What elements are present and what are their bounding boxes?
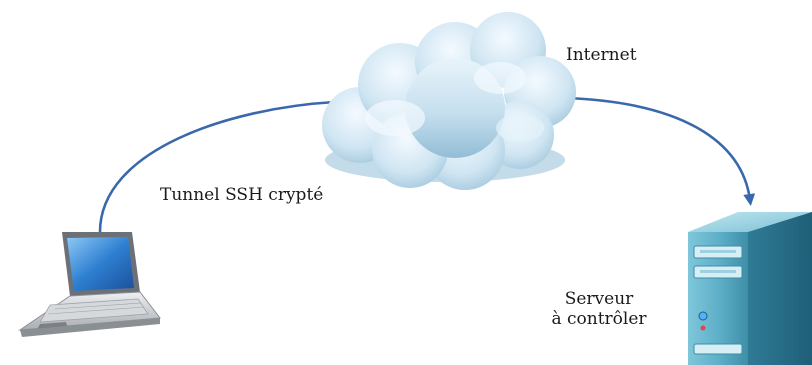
internet-label: Internet bbox=[566, 45, 637, 65]
laptop-icon bbox=[18, 232, 161, 337]
server-label-line2: à contrôler bbox=[551, 308, 647, 329]
tunnel-line bbox=[98, 100, 336, 233]
arrow-icon bbox=[564, 96, 756, 206]
server-label: Serveur à contrôler bbox=[539, 289, 659, 329]
server-label-line1: Serveur bbox=[564, 289, 634, 309]
server-icon bbox=[688, 212, 812, 365]
cloud-icon bbox=[322, 12, 576, 190]
tunnel-label: Tunnel SSH crypté bbox=[160, 185, 324, 205]
